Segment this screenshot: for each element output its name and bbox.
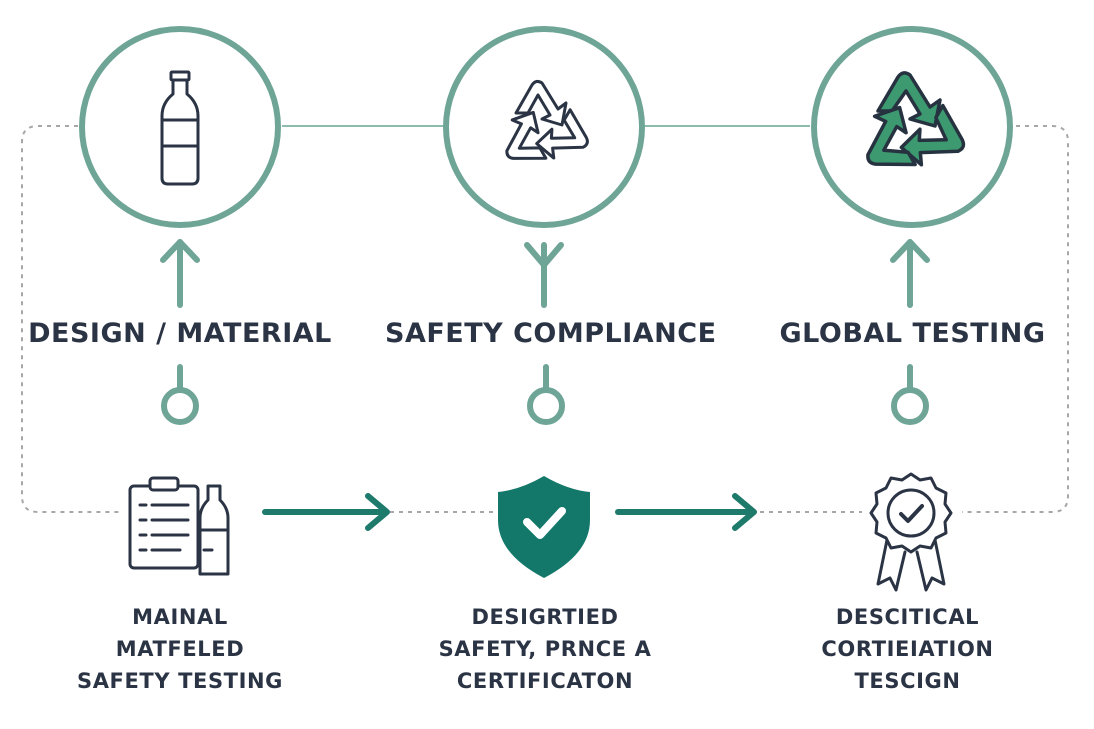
checklist-bottle-icon	[128, 476, 230, 576]
dotted-loop-left	[21, 125, 120, 513]
step-caption-2-line-3: CERTIFICATON	[456, 669, 634, 693]
step-caption-3-line-1: DESCITICAL	[835, 605, 980, 629]
step-caption-1-line-2: MATFELED	[115, 637, 245, 661]
step-caption-2-line-1: DESIGRTIED	[471, 605, 619, 629]
stage-circle-2	[443, 26, 645, 228]
up-arrow-1	[160, 239, 200, 308]
step-caption-1-line-3: SAFETY TESTING	[76, 669, 284, 693]
fork-arrow-2	[524, 242, 564, 308]
dotted-loop-right	[962, 125, 1069, 513]
certificate-badge-icon	[869, 472, 953, 592]
step-caption-3-line-3: TESCIGN	[854, 669, 961, 693]
recycle-filled-icon	[866, 71, 966, 167]
step-caption-1: MAINAL MATFELED SAFETY TESTING	[60, 601, 300, 697]
stage-circle-1	[79, 26, 281, 228]
stage-label-design-material: DESIGN / MATERIAL	[28, 318, 332, 349]
bottle-icon	[160, 70, 200, 186]
step-caption-2: DESIGRTIED SAFETY, PRNCE A CERTIFICATON	[420, 601, 670, 697]
stage-circle-3	[811, 26, 1013, 228]
step-caption-3-line-2: CORTIEIATION	[821, 637, 994, 661]
stage-label-safety-compliance: SAFETY COMPLIANCE	[385, 318, 717, 349]
up-arrow-3	[890, 239, 930, 308]
node-pin-2	[527, 364, 565, 425]
stage-label-global-testing: GLOBAL TESTING	[779, 318, 1046, 349]
flow-arrow-2	[615, 493, 757, 531]
node-pin-1	[161, 364, 199, 425]
recycle-outline-icon	[505, 79, 589, 160]
step-caption-3: DESCITICAL CORTIEIATION TESCIGN	[800, 601, 1015, 697]
node-pin-3	[891, 364, 929, 425]
shield-check-icon	[498, 476, 590, 578]
flow-arrow-1	[262, 493, 390, 531]
step-caption-2-line-2: SAFETY, PRNCE A	[438, 637, 652, 661]
step-caption-1-line-1: MAINAL	[132, 605, 228, 629]
